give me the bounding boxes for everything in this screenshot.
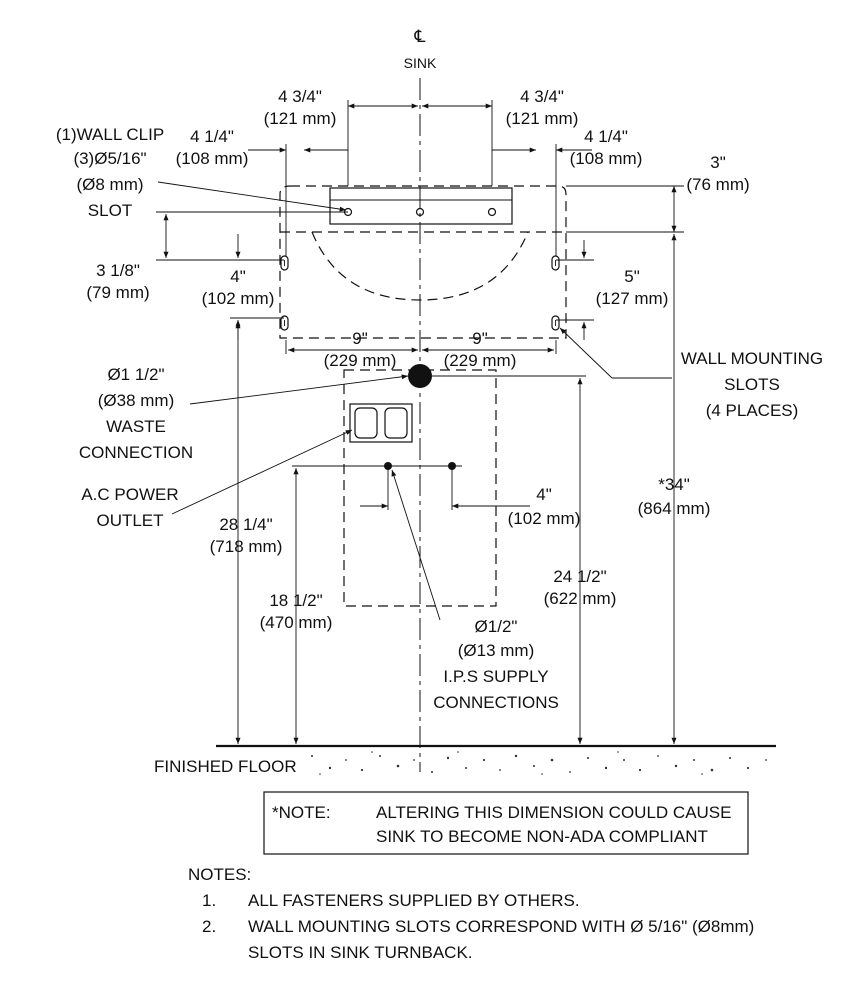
ada-note-tag: *NOTE:: [272, 803, 331, 822]
svg-text:(3)Ø5/16": (3)Ø5/16": [73, 149, 146, 168]
pedestal-outline: [343, 369, 497, 607]
dim-height-supply-in: 18 1/2": [269, 591, 322, 610]
dim-height-rim-mm: (864 mm): [638, 499, 711, 518]
dim-right-offset-mm: (108 mm): [570, 149, 643, 168]
dim-height-slots-mm: (718 mm): [210, 537, 283, 556]
svg-text:WASTE: WASTE: [106, 417, 166, 436]
dim-waste-right-in: 9": [472, 329, 488, 348]
note-1-num: 1.: [202, 891, 216, 910]
clip-slot-center: [415, 207, 425, 217]
dim-height-waste-in: 24 1/2": [553, 567, 606, 586]
mounting-slot-bl: [280, 315, 289, 331]
mounting-slots-callout: WALL MOUNTING SLOTS (4 PLACES): [681, 349, 823, 420]
dim-left-spacing-in: 4": [230, 267, 246, 286]
svg-text:A.C POWER: A.C POWER: [81, 485, 178, 504]
dim-top-right-mm: (121 mm): [506, 109, 579, 128]
ada-note-box: [263, 791, 749, 855]
dim-height-supply-mm: (470 mm): [260, 613, 333, 632]
dim-left-offset-mm: (108 mm): [176, 149, 249, 168]
svg-text:Ø1 1/2": Ø1 1/2": [107, 365, 164, 384]
sink-outline: [279, 185, 567, 339]
power-outlet-callout: A.C POWER OUTLET: [81, 485, 178, 530]
note-2-text-1: WALL MOUNTING SLOTS CORRESPOND WITH Ø 5/…: [248, 917, 754, 936]
svg-text:(Ø8 mm): (Ø8 mm): [76, 175, 143, 194]
mounting-slot-tr: [551, 255, 560, 271]
ada-note-line-1: ALTERING THIS DIMENSION COULD CAUSE: [376, 803, 731, 822]
dim-top-left-mm: (121 mm): [264, 109, 337, 128]
svg-text:(1)WALL CLIP: (1)WALL CLIP: [56, 125, 164, 144]
svg-text:(Ø38 mm): (Ø38 mm): [98, 391, 175, 410]
note-2-num: 2.: [202, 917, 216, 936]
svg-text:(Ø13 mm): (Ø13 mm): [458, 641, 535, 660]
centerline-label: SINK: [404, 55, 437, 71]
dim-waste-left-in: 9": [352, 329, 368, 348]
dim-right-spacing-in: 5": [624, 267, 640, 286]
dim-right-spacing-mm: (127 mm): [596, 289, 669, 308]
mounting-slot-tl: [280, 255, 289, 271]
waste-connection: [408, 364, 432, 388]
notes-heading: NOTES:: [188, 865, 251, 884]
note-2-text-2: SLOTS IN SINK TURNBACK.: [248, 943, 473, 962]
dim-height-slots-in: 28 1/4": [219, 515, 272, 534]
dim-supply-spacing-in: 4": [536, 485, 552, 504]
power-outlet: [349, 403, 413, 443]
dim-top-height-in: 3": [710, 153, 726, 172]
ada-note-line-2: SINK TO BECOME NON-ADA COMPLIANT: [376, 827, 708, 846]
dim-supply-spacing-mm: (102 mm): [508, 509, 581, 528]
svg-text:SLOT: SLOT: [88, 201, 132, 220]
dim-height-waste-mm: (622 mm): [544, 589, 617, 608]
svg-text:OUTLET: OUTLET: [96, 511, 163, 530]
dim-top-left-in: 4 3/4": [278, 87, 322, 106]
wall-clip: [329, 187, 513, 225]
svg-text:SLOTS: SLOTS: [724, 375, 780, 394]
dim-height-rim-in: *34": [658, 475, 690, 494]
svg-text:Ø1/2": Ø1/2": [475, 617, 518, 636]
svg-text:WALL MOUNTING: WALL MOUNTING: [681, 349, 823, 368]
clip-slot-right: [487, 207, 497, 217]
note-1-text: ALL FASTENERS SUPPLIED BY OTHERS.: [248, 891, 580, 910]
dim-top-right-in: 4 3/4": [520, 87, 564, 106]
dim-waste-right-mm: (229 mm): [444, 351, 517, 370]
supply-callout: Ø1/2" (Ø13 mm) I.P.S SUPPLY CONNECTIONS: [433, 617, 559, 712]
svg-text:I.P.S SUPPLY: I.P.S SUPPLY: [443, 667, 548, 686]
svg-text:CONNECTION: CONNECTION: [79, 443, 193, 462]
svg-text:(4 PLACES): (4 PLACES): [706, 401, 799, 420]
dim-right-offset-in: 4 1/4": [584, 127, 628, 146]
centerline-symbol: ℄: [414, 27, 426, 46]
mounting-slot-br: [551, 315, 560, 331]
svg-text:CONNECTIONS: CONNECTIONS: [433, 693, 559, 712]
waste-callout: Ø1 1/2" (Ø38 mm) WASTE CONNECTION: [79, 365, 193, 462]
dim-slot-drop-mm: (79 mm): [86, 283, 149, 302]
dim-waste-left-mm: (229 mm): [324, 351, 397, 370]
dim-top-height-mm: (76 mm): [686, 175, 749, 194]
dim-left-offset-in: 4 1/4": [190, 127, 234, 146]
dim-left-spacing-mm: (102 mm): [202, 289, 275, 308]
sink-bowl: [311, 231, 529, 301]
floor-hatch: [311, 751, 767, 775]
dim-slot-drop-in: 3 1/8": [96, 261, 140, 280]
finished-floor-label: FINISHED FLOOR: [154, 757, 297, 776]
wall-clip-callout: (1)WALL CLIP (3)Ø5/16" (Ø8 mm) SLOT: [56, 125, 164, 220]
